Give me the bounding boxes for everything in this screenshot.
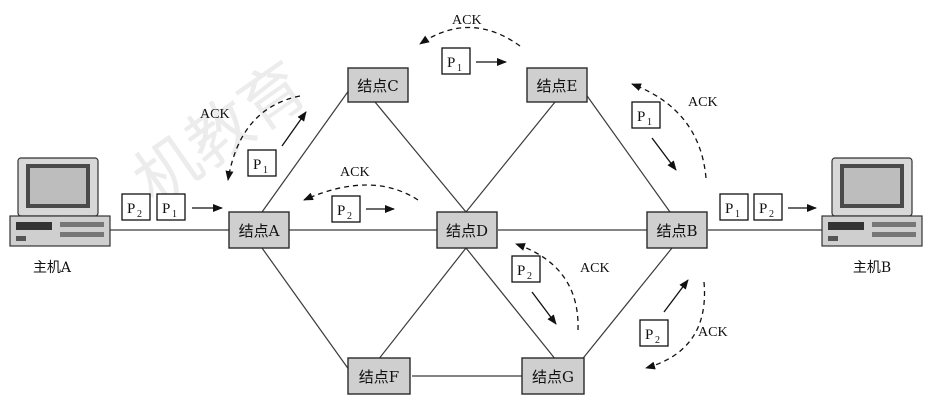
ack-label-B-E: ACK (688, 95, 718, 110)
svg-text:1: 1 (172, 209, 177, 220)
ack-label-G-D: ACK (580, 261, 610, 276)
packet-p1-E-to-B: P 1 (631, 101, 661, 129)
ack-label-B-G: ACK (698, 325, 728, 340)
host-a-computer-icon (9, 157, 111, 247)
packet-p1-A-to-C: P 1 (247, 149, 277, 177)
ack-arrow-G-to-D (515, 243, 579, 331)
node-f: 结点F (347, 357, 411, 395)
link-E-B (579, 85, 671, 213)
link-A-F (261, 247, 353, 375)
packet-p2-G-to-B: P 2 (639, 319, 669, 347)
link-G-B (579, 247, 673, 363)
svg-text:P: P (637, 109, 645, 125)
packet-p1-hostA: P 1 (156, 193, 186, 221)
packet-p1-hostB: P 1 (719, 193, 749, 221)
host-b-computer-icon (821, 157, 923, 247)
links (110, 85, 822, 377)
svg-text:P: P (517, 263, 525, 279)
svg-text:1: 1 (457, 63, 462, 74)
svg-text:P: P (337, 203, 345, 219)
ack-label-E-C: ACK (452, 13, 482, 28)
svg-text:1: 1 (647, 117, 652, 128)
packet-p2-hostB: P 2 (753, 193, 783, 221)
svg-text:2: 2 (347, 211, 352, 222)
ack-arrow-B-to-G (645, 281, 706, 370)
link-E-D (465, 101, 556, 213)
packet-p1-C-to-E: P 1 (441, 47, 471, 75)
svg-text:2: 2 (655, 335, 660, 346)
packet-p2-hostA: P 2 (121, 193, 151, 221)
ack-arrow-B-to-E (631, 83, 707, 179)
link-D-G (465, 247, 557, 361)
node-d: 结点D (436, 211, 498, 249)
node-c: 结点C (347, 67, 409, 103)
link-A-C (261, 85, 353, 213)
node-g: 结点G (521, 357, 585, 395)
node-d-label: 结点D (446, 222, 488, 240)
link-D-F (377, 247, 467, 361)
svg-text:2: 2 (527, 271, 532, 282)
svg-text:1: 1 (735, 209, 740, 220)
node-e-label: 结点E (537, 77, 578, 95)
ack-label-C-A: ACK (200, 107, 230, 122)
arrow-D-to-G (531, 291, 557, 325)
svg-text:P: P (759, 201, 767, 217)
node-c-label: 结点C (357, 77, 398, 95)
ack-arrow-C-to-A (225, 95, 301, 181)
ack-arrow-D-to-A (303, 184, 419, 201)
svg-text:2: 2 (769, 209, 774, 220)
svg-text:P: P (253, 157, 261, 173)
node-b: 结点B (646, 211, 708, 249)
arrow-G-to-B (663, 279, 689, 313)
node-a: 结点A (228, 211, 290, 249)
link-C-D (374, 101, 467, 213)
ack-arrow-E-to-C (419, 26, 521, 47)
host-a-label: 主机A (33, 260, 72, 276)
svg-text:P: P (725, 201, 733, 217)
ack-label-D-A: ACK (340, 165, 370, 180)
node-e: 结点E (526, 67, 588, 103)
host-b-label: 主机B (853, 260, 891, 276)
packet-p2-A-to-D: P 2 (331, 195, 361, 223)
arrow-A-to-C (281, 111, 307, 147)
svg-text:P: P (127, 201, 135, 217)
node-f-label: 结点F (359, 368, 399, 386)
svg-text:P: P (645, 327, 653, 343)
svg-text:P: P (162, 201, 170, 217)
node-a-label: 结点A (239, 222, 280, 240)
svg-text:P: P (447, 55, 455, 71)
node-b-label: 结点B (656, 222, 697, 240)
svg-text:1: 1 (263, 165, 268, 176)
node-g-label: 结点G (532, 368, 574, 386)
arrow-E-to-B (651, 137, 677, 171)
packet-p2-D-to-G: P 2 (511, 255, 541, 283)
svg-text:2: 2 (137, 209, 142, 220)
